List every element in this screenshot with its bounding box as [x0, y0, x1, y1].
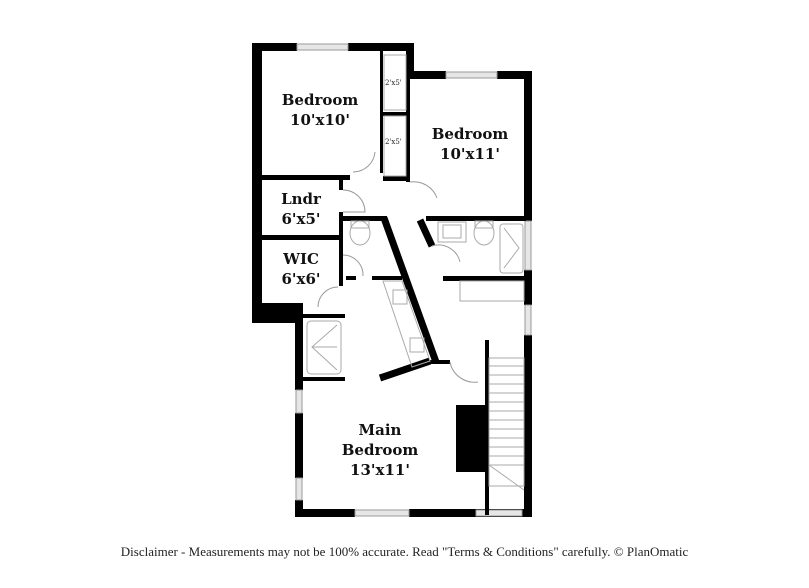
room-size: 10'x10' [290, 111, 350, 129]
room-laundry: Lndr 6'x5' [264, 189, 338, 229]
room-bedroom-2: Bedroom 10'x11' [418, 124, 522, 164]
room-name-line2: Bedroom [341, 441, 419, 459]
room-size: 6'x6' [281, 270, 321, 288]
room-name: Bedroom [281, 91, 359, 109]
room-size: 13'x11' [350, 461, 410, 479]
windows [295, 43, 532, 517]
fixtures [306, 54, 525, 375]
room-size: 6'x5' [281, 210, 321, 228]
room-name: WIC [283, 250, 319, 268]
disclaimer-text: Disclaimer - Measurements may not be 100… [120, 544, 689, 559]
doors [317, 151, 479, 383]
closet-label-2: 2'x5' [385, 138, 402, 146]
room-bedroom-1: Bedroom 10'x10' [270, 90, 370, 130]
room-size: 10'x11' [440, 145, 500, 163]
room-wic: WIC 6'x6' [264, 249, 338, 289]
closet-label-1: 2'x5' [385, 79, 402, 87]
room-main-bedroom: Main Bedroom 13'x11' [330, 420, 430, 480]
room-name-line1: Main [358, 421, 402, 439]
room-name: Bedroom [431, 125, 509, 143]
room-name: Lndr [281, 190, 321, 208]
staircase [488, 357, 525, 491]
